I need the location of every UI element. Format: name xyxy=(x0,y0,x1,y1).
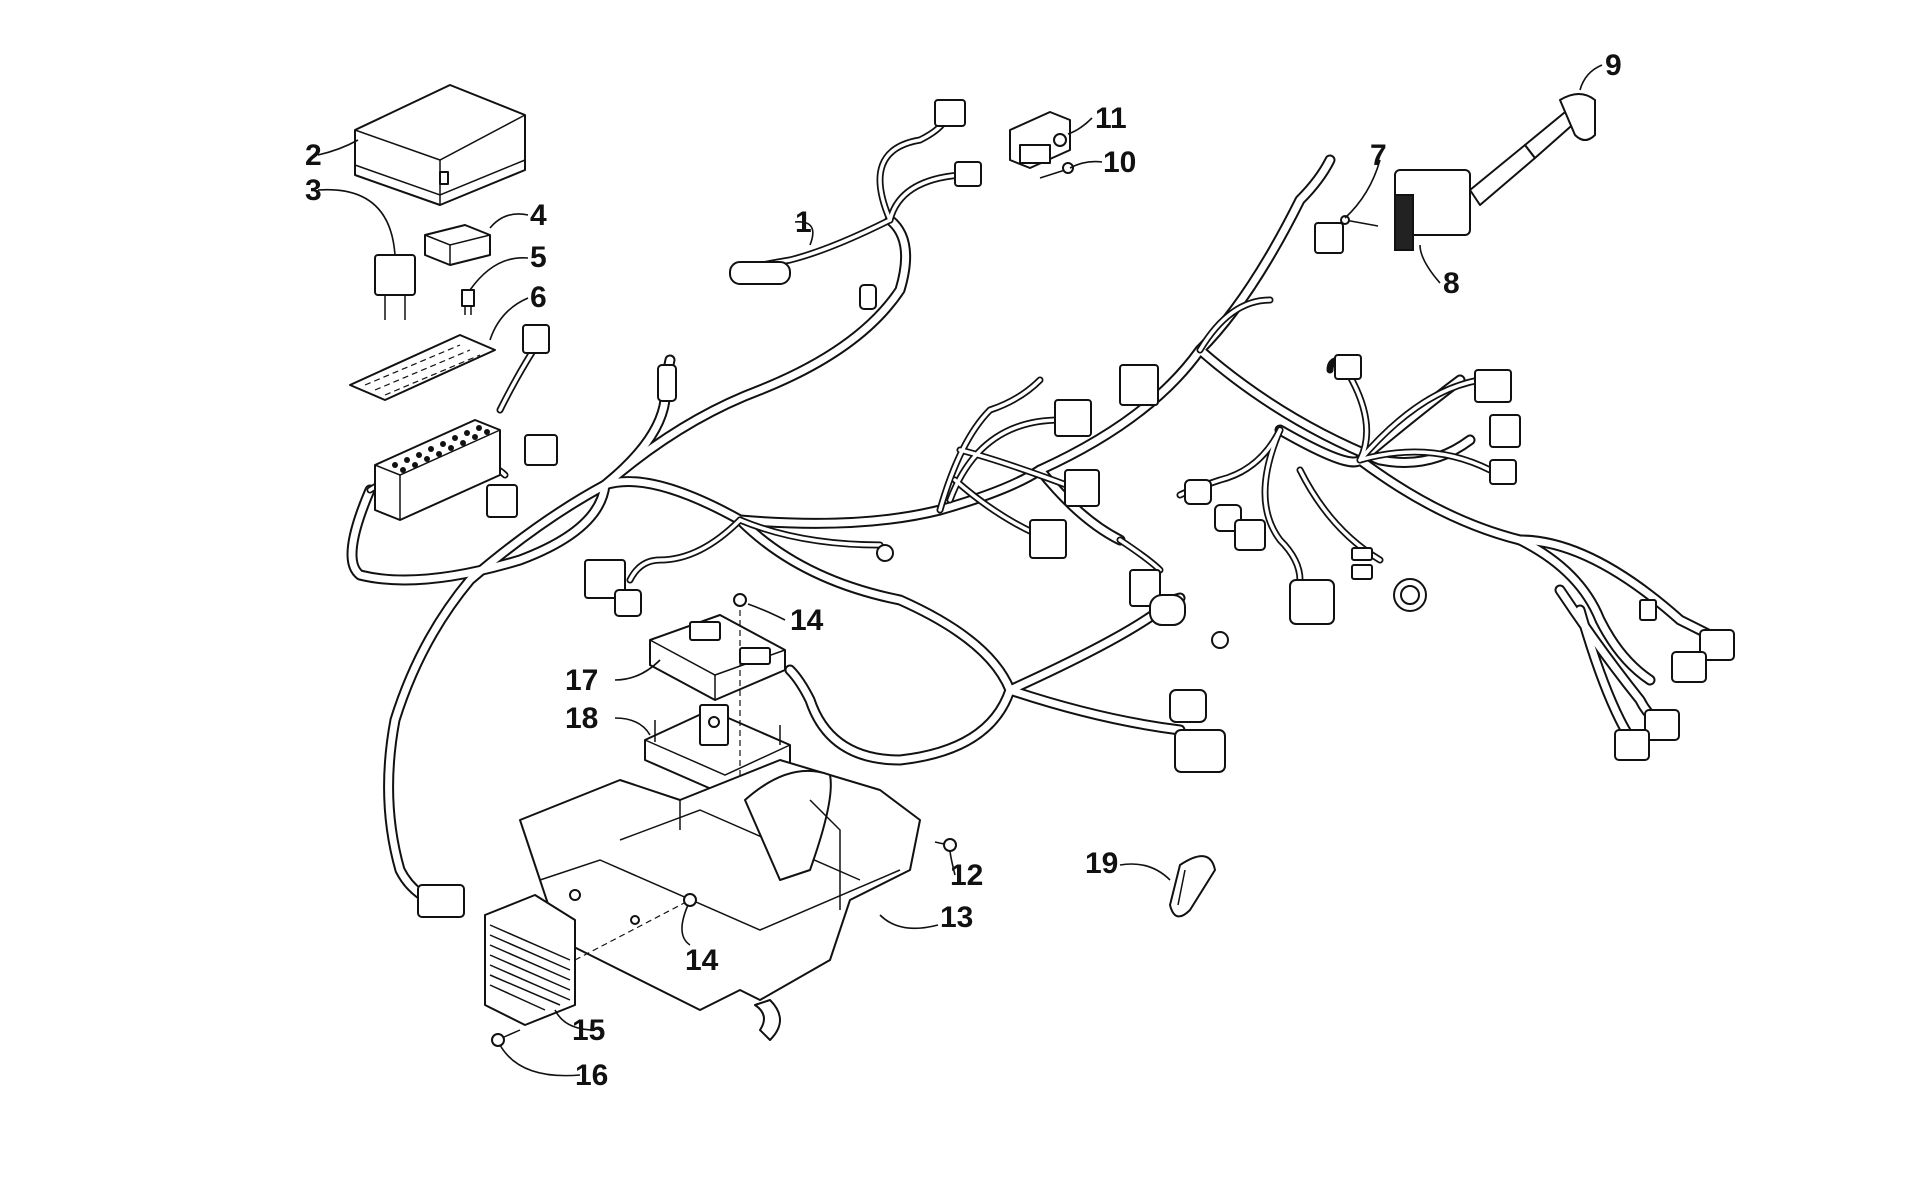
connector xyxy=(524,434,558,466)
connector xyxy=(1029,519,1067,559)
connector xyxy=(486,484,518,518)
label-6: 6 xyxy=(530,281,547,314)
ignition-coil xyxy=(1394,93,1596,251)
connector xyxy=(417,884,465,918)
voltage-regulator xyxy=(484,894,691,1026)
cable-tie xyxy=(1169,855,1216,918)
bracket-nut xyxy=(733,593,747,607)
connector xyxy=(1149,594,1186,626)
connector xyxy=(1614,729,1650,761)
relay-small xyxy=(424,224,491,266)
connector xyxy=(1174,729,1226,773)
label-8: 8 xyxy=(1443,267,1460,300)
label-18: 18 xyxy=(565,702,598,735)
regulator-fins xyxy=(489,924,571,1011)
multi-pin-connector xyxy=(1289,579,1335,625)
label-15: 15 xyxy=(572,1014,605,1047)
label-16: 16 xyxy=(575,1059,608,1092)
fuse-cells xyxy=(392,425,490,473)
label-10: 10 xyxy=(1103,146,1136,179)
spark-plug-boot xyxy=(1559,93,1596,141)
tray-divider xyxy=(744,769,832,881)
harness-connectors xyxy=(417,99,1735,918)
label-4: 4 xyxy=(530,199,547,232)
fuse-box-cover xyxy=(354,84,526,206)
part-labels: 1 2 3 4 5 6 7 8 9 10 11 12 13 14 14 15 1… xyxy=(305,49,1622,1092)
label-2: 2 xyxy=(305,139,322,172)
connector xyxy=(1054,399,1092,437)
label-13: 13 xyxy=(940,901,973,934)
connector xyxy=(584,559,626,599)
regulator-screw xyxy=(491,1029,521,1047)
connector xyxy=(1489,414,1521,448)
connector xyxy=(1129,569,1161,607)
mini-fuse xyxy=(461,289,475,315)
connector xyxy=(1489,459,1517,485)
label-11: 11 xyxy=(1095,102,1127,135)
connector xyxy=(729,261,791,285)
control-module xyxy=(649,614,786,701)
label-7: 7 xyxy=(1370,139,1387,172)
tray-screw xyxy=(934,838,957,852)
fuse-block xyxy=(374,324,550,521)
label-14-bottom: 14 xyxy=(685,944,719,977)
connector xyxy=(657,364,677,402)
connector xyxy=(1169,689,1207,723)
connector xyxy=(1119,364,1159,406)
leader-lines xyxy=(317,64,1603,1077)
battery-tray xyxy=(519,759,921,1041)
connector xyxy=(859,284,877,310)
label-1: 1 xyxy=(795,206,812,239)
connector xyxy=(614,589,642,617)
connector xyxy=(522,324,550,354)
connector xyxy=(1671,651,1707,683)
connector xyxy=(1639,599,1657,621)
connector xyxy=(954,161,982,187)
sensor xyxy=(1009,111,1071,169)
sensor-screw xyxy=(1039,162,1074,179)
main-wiring-harness xyxy=(346,99,1735,918)
label-9: 9 xyxy=(1605,49,1622,82)
connector xyxy=(1699,629,1735,661)
label-14-top: 14 xyxy=(790,604,824,637)
connector xyxy=(1644,709,1680,741)
connector xyxy=(1351,564,1373,580)
relay-large xyxy=(374,254,416,320)
label-19: 19 xyxy=(1085,847,1118,880)
ring-terminal xyxy=(876,544,894,562)
connector xyxy=(934,99,966,127)
branch-wires-inner xyxy=(368,118,1492,582)
coil-screw xyxy=(1340,215,1379,227)
tray-nut xyxy=(683,893,697,907)
connector xyxy=(1064,469,1100,507)
label-3: 3 xyxy=(305,174,322,207)
connector xyxy=(1314,222,1344,254)
label-17: 17 xyxy=(565,664,598,697)
label-12: 12 xyxy=(950,859,983,892)
connector xyxy=(1184,479,1212,505)
connector xyxy=(1474,369,1512,403)
fuse-label-decal xyxy=(349,334,496,401)
connector xyxy=(1351,547,1373,561)
ring-terminal xyxy=(1211,631,1229,649)
connector xyxy=(1234,519,1266,551)
connector xyxy=(1334,354,1362,380)
label-5: 5 xyxy=(530,241,547,274)
